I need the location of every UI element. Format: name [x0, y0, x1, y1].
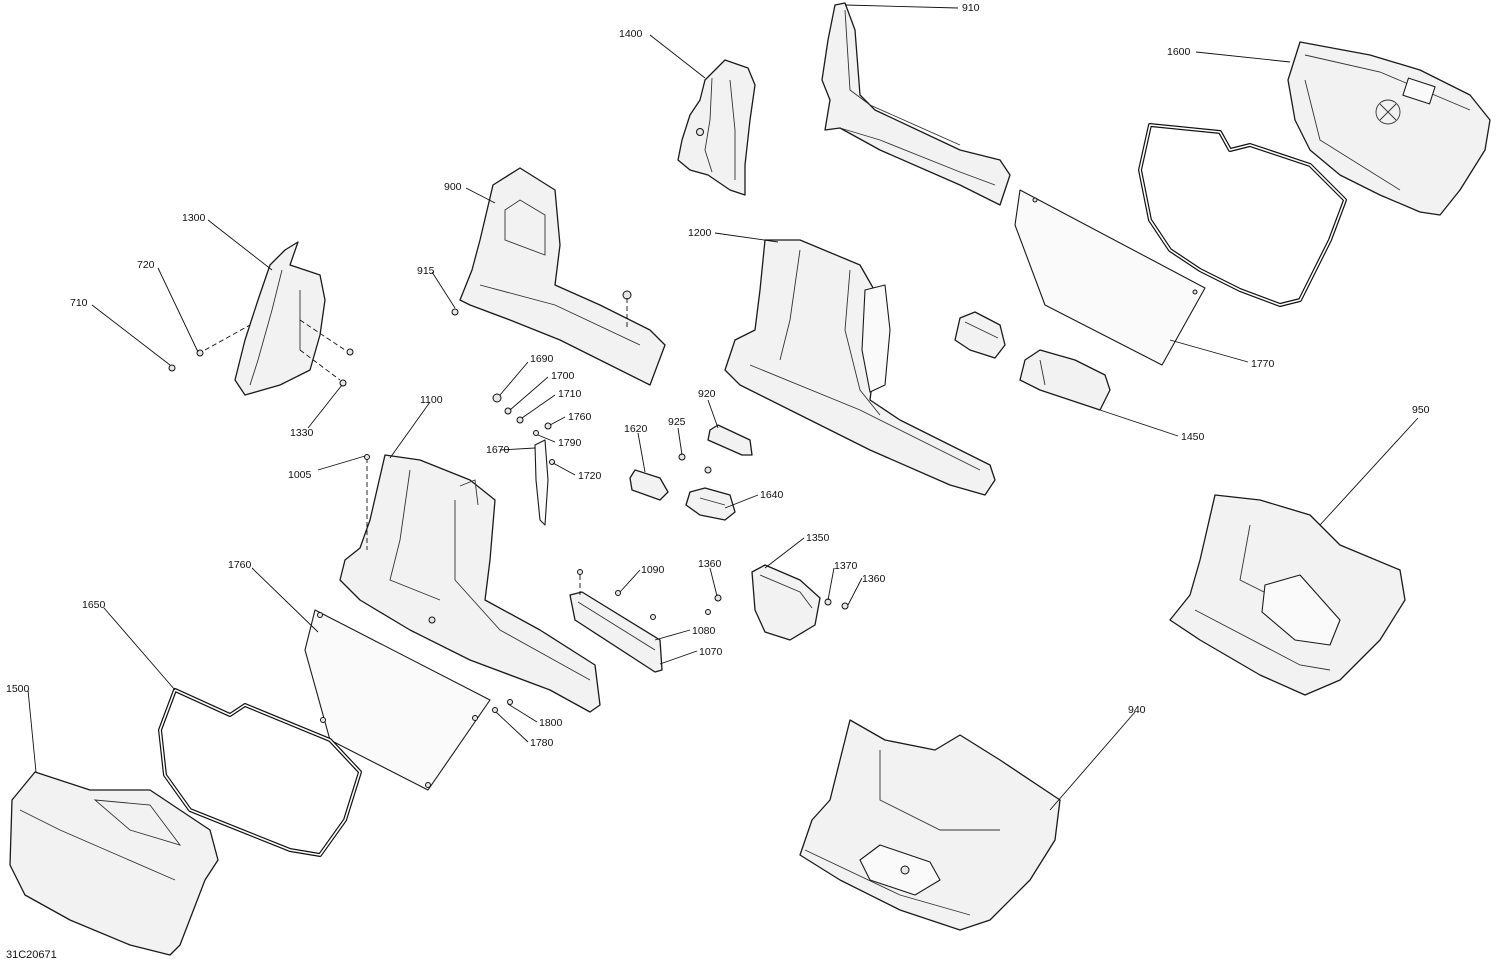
part-1500-door — [9, 771, 219, 956]
callout-1100: 1100 — [420, 394, 443, 406]
part-920-bracket — [707, 424, 753, 456]
callout-1400: 1400 — [619, 28, 643, 40]
callout-1300: 1300 — [182, 212, 206, 224]
callout-1790: 1790 — [558, 437, 582, 449]
callout-1760-lower: 1760 — [228, 559, 252, 571]
part-1450-bracket — [1019, 349, 1111, 411]
callout-1370: 1370 — [834, 560, 858, 572]
callout-1780: 1780 — [530, 737, 554, 749]
part-1300-upper-panel — [234, 241, 326, 396]
callout-1720: 1720 — [578, 470, 602, 482]
callout-1760-upper: 1760 — [568, 411, 592, 423]
callout-1600: 1600 — [1167, 46, 1191, 58]
callout-labels: 910 1400 1600 900 1300 720 710 915 1200 … — [6, 2, 1430, 749]
diagram-reference-code: 31C20671 — [6, 949, 57, 961]
callout-710: 710 — [70, 297, 88, 309]
callout-1650: 1650 — [82, 599, 106, 611]
leader-lines — [27, 4, 1419, 811]
callout-1200: 1200 — [688, 227, 712, 239]
callout-1005: 1005 — [288, 469, 312, 481]
callout-900: 900 — [444, 181, 462, 193]
part-1650-gasket — [158, 688, 362, 857]
callout-1800: 1800 — [539, 717, 563, 729]
part-1760-flat-panel — [304, 609, 513, 791]
callout-1710: 1710 — [558, 388, 582, 400]
part-1100-left-frame — [339, 454, 601, 713]
part-1770-gasket — [1138, 123, 1347, 307]
part-1600-door-panel — [1287, 41, 1491, 216]
callout-1330: 1330 — [290, 427, 314, 439]
part-1620-latch — [629, 469, 669, 501]
callout-1090: 1090 — [641, 564, 665, 576]
part-710-720-hardware — [168, 308, 459, 387]
callout-920: 920 — [698, 388, 716, 400]
part-910-rear-bar — [821, 2, 1011, 206]
callout-1360-right: 1360 — [862, 573, 886, 585]
part-1080-rail — [569, 569, 663, 673]
callout-1640: 1640 — [760, 489, 784, 501]
part-1350-housing — [705, 564, 849, 641]
callout-1360-left: 1360 — [698, 558, 722, 570]
callout-1690: 1690 — [530, 353, 554, 365]
part-1770-flat-panel — [1014, 189, 1206, 366]
part-1670-strap — [534, 439, 549, 526]
callout-1770: 1770 — [1251, 358, 1275, 370]
callout-915: 915 — [417, 265, 435, 277]
callout-925: 925 — [668, 416, 686, 428]
callout-1620: 1620 — [624, 423, 648, 435]
callout-1700: 1700 — [551, 370, 575, 382]
part-950-storage-box — [1169, 494, 1406, 696]
part-1400-side-panel — [677, 59, 756, 196]
callout-1070: 1070 — [699, 646, 723, 658]
callout-720: 720 — [137, 259, 155, 271]
callout-940: 940 — [1128, 704, 1146, 716]
callout-1500: 1500 — [6, 683, 30, 695]
part-1640-handle — [685, 487, 736, 521]
callout-1450: 1450 — [1181, 431, 1205, 443]
callout-910: 910 — [962, 2, 980, 14]
callout-1080: 1080 — [692, 625, 716, 637]
callout-1350: 1350 — [806, 532, 830, 544]
part-latch-bracket — [954, 311, 1006, 359]
part-1200-center-frame — [724, 239, 996, 496]
part-940-floor-storage — [799, 719, 1061, 931]
callout-950: 950 — [1412, 404, 1430, 416]
callout-1670: 1670 — [486, 444, 510, 456]
part-900-side-structure — [459, 167, 666, 386]
part-925-fastener — [678, 453, 712, 474]
